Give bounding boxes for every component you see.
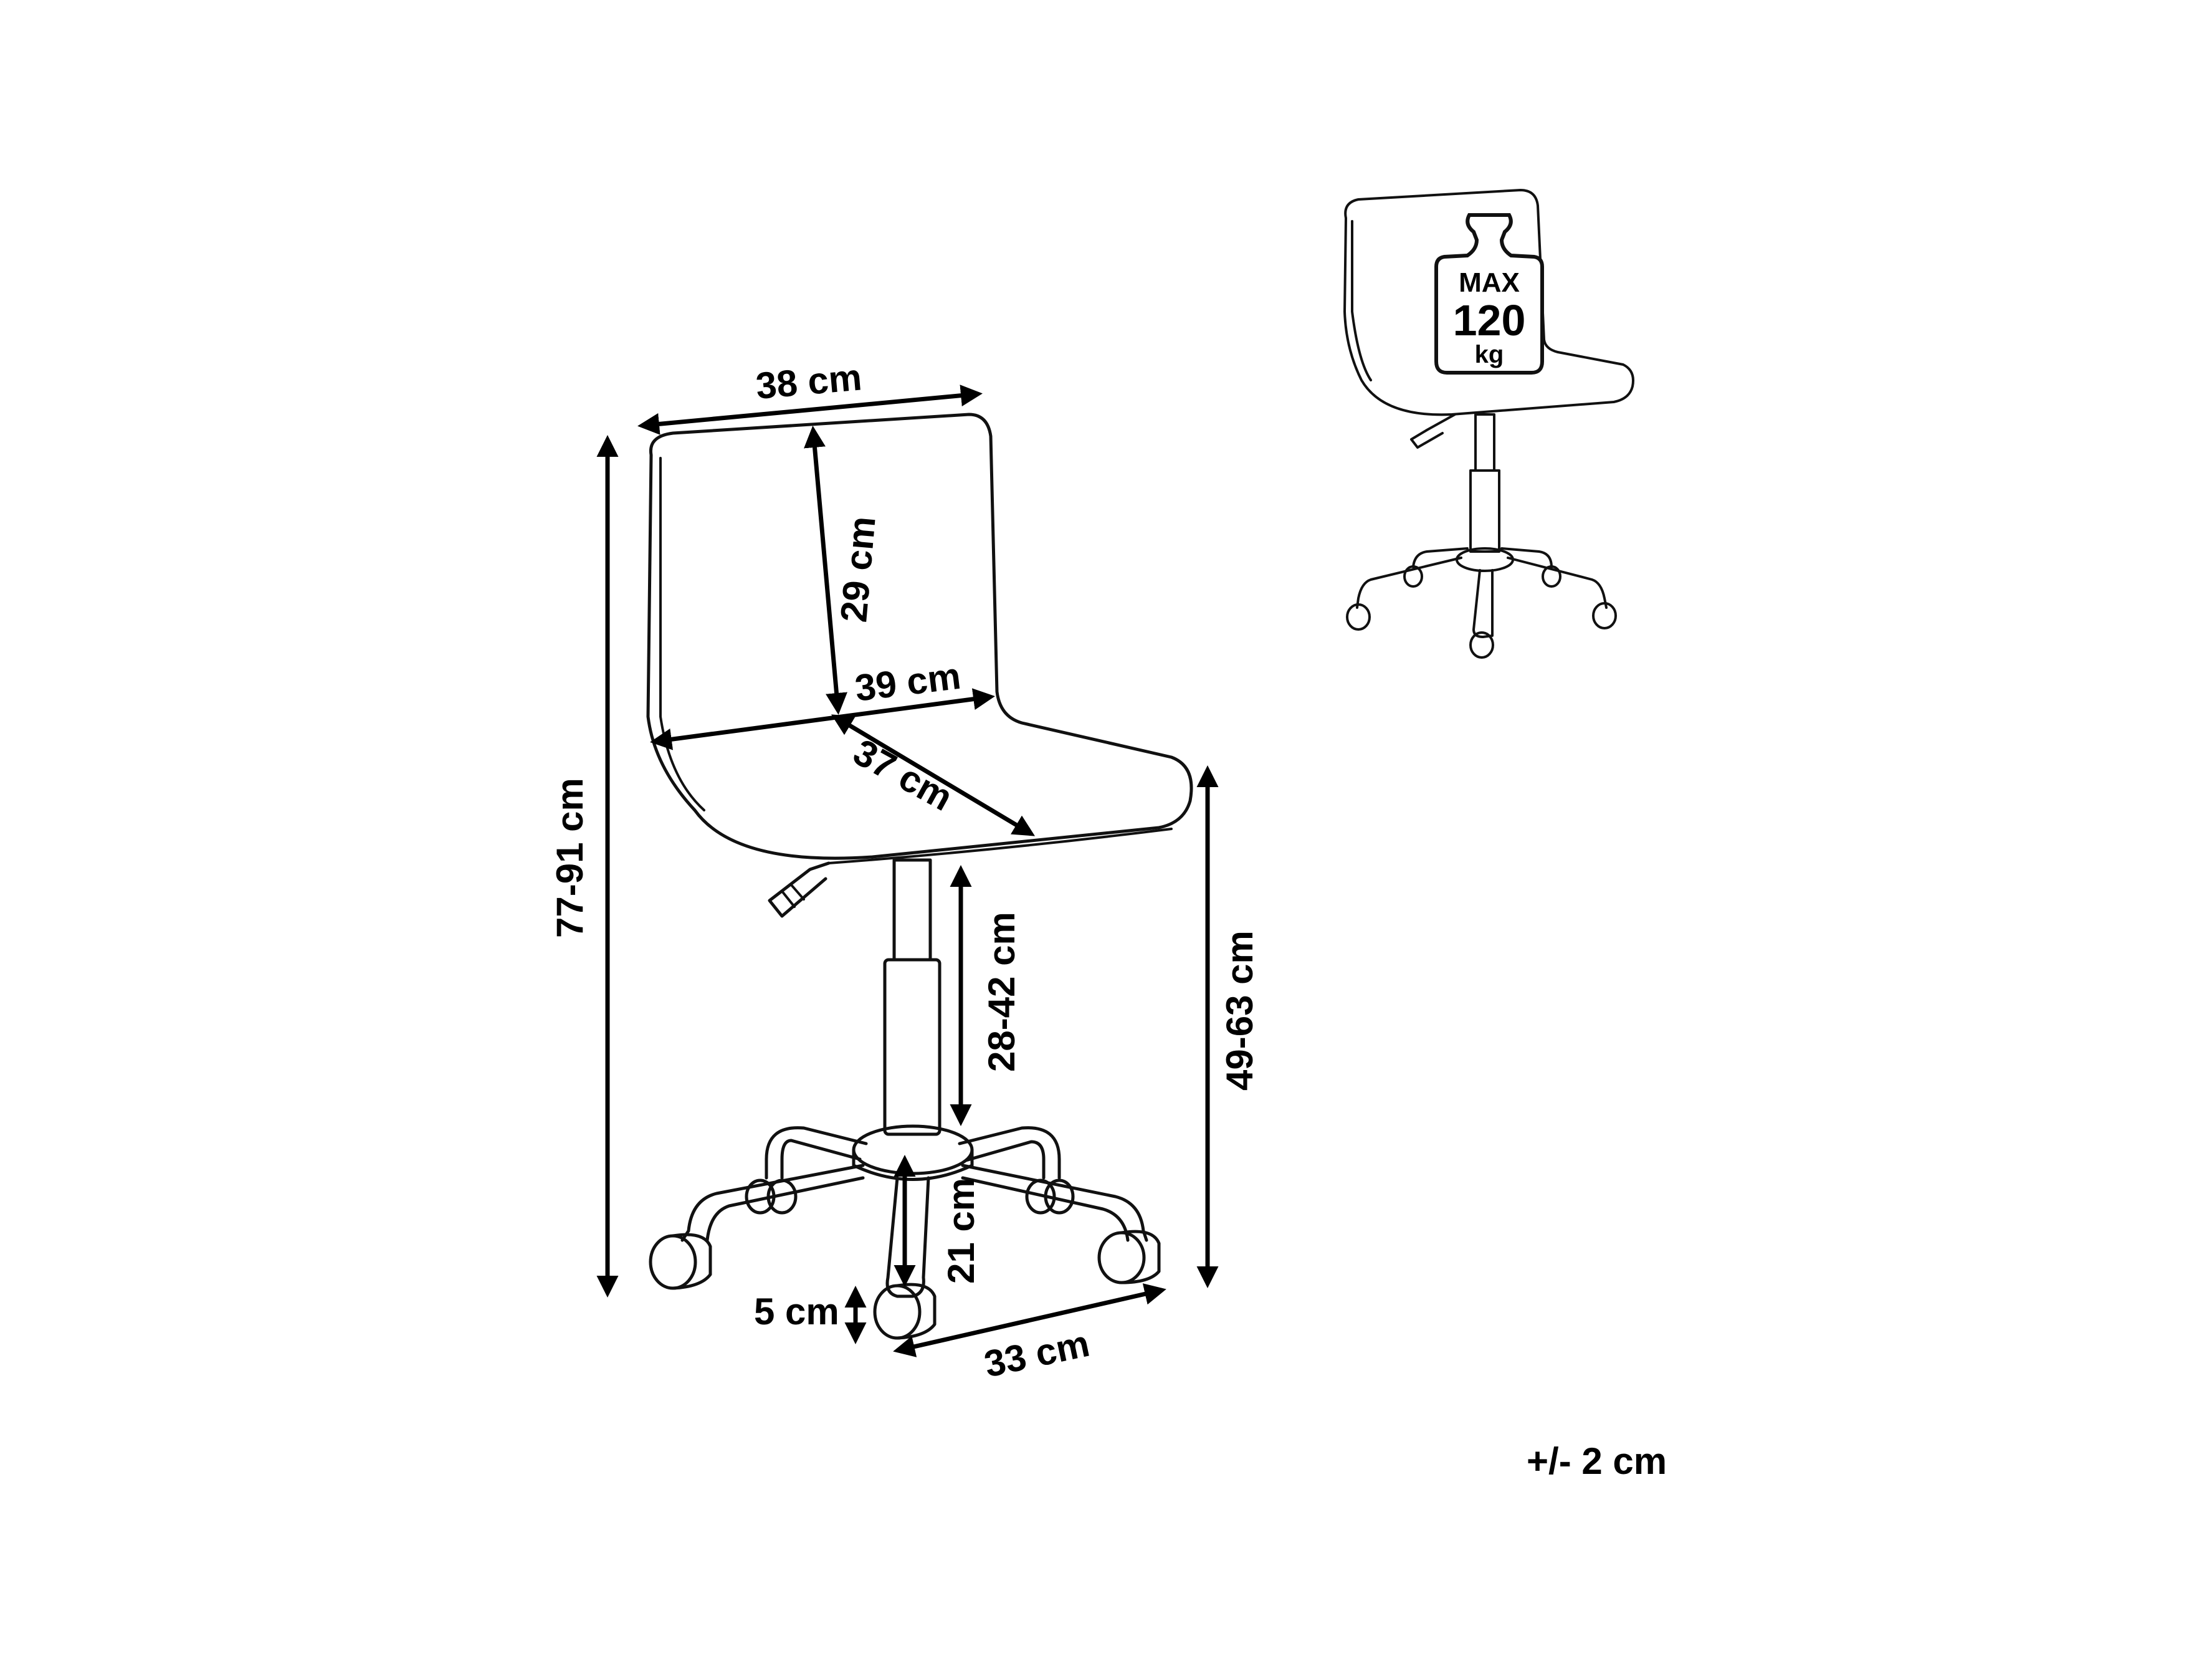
max-load-unit: kg	[1475, 341, 1504, 368]
label-seat-height: 49-63 cm	[1219, 930, 1261, 1091]
max-load-value: 120	[1453, 296, 1526, 345]
max-load-label: MAX	[1459, 267, 1520, 298]
label-seat-depth: 37 cm	[847, 731, 960, 819]
label-base-height: 21 cm	[940, 1178, 982, 1284]
dimension-lines	[596, 385, 1219, 1357]
label-total-height: 77-91 cm	[549, 778, 591, 938]
label-base-radius: 33 cm	[981, 1322, 1093, 1385]
weight-icon: MAX 120 kg	[1434, 213, 1544, 375]
main-chair-drawing	[646, 413, 1193, 1340]
label-seat-back-width: 38 cm	[754, 356, 863, 407]
label-caster-height: 5 cm	[754, 1291, 839, 1332]
tolerance-note: +/- 2 cm	[1527, 1440, 1667, 1482]
label-gas-lift-height: 28-42 cm	[981, 912, 1023, 1072]
max-load-chair-illustration: MAX 120 kg	[1343, 189, 1634, 659]
label-backrest-height: 29 cm	[832, 515, 884, 624]
